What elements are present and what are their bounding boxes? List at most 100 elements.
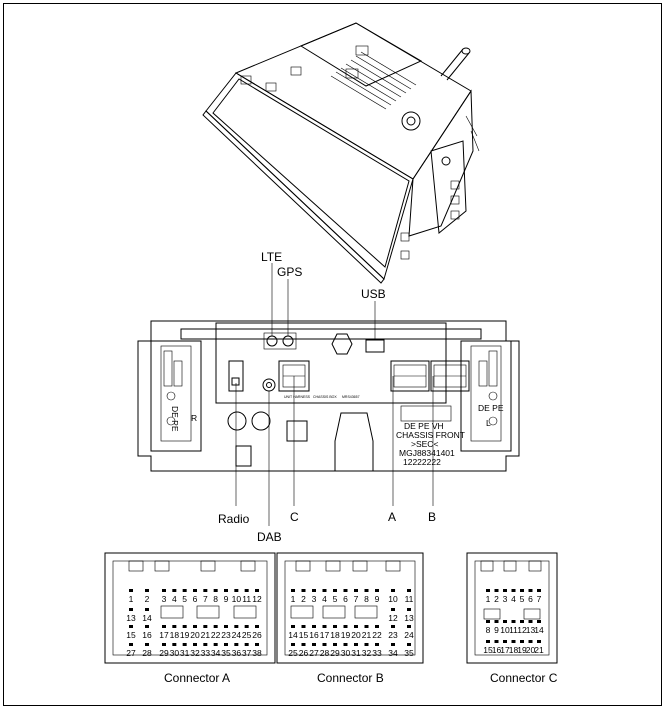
conn-c-marker	[537, 589, 541, 592]
conn-b-marker	[312, 625, 316, 628]
conn-b-pin-label: 8	[364, 594, 369, 604]
conn-a-pin-label: 6	[193, 594, 198, 604]
conn-b-marker	[301, 643, 306, 646]
conn-a-marker	[213, 625, 218, 628]
conn-c-marker	[486, 620, 490, 623]
conn-a-marker	[172, 589, 177, 592]
heatsink-fins	[330, 51, 417, 110]
conn-a-marker	[182, 589, 187, 592]
conn-a-pin-label: 23	[221, 630, 231, 640]
conn-b-pin-label: 32	[362, 648, 372, 658]
conn-b-pin-label: 11	[405, 594, 414, 604]
conn-c-marker	[520, 640, 524, 643]
dab-port	[262, 378, 276, 392]
conn-b-pin-label: 31	[351, 648, 361, 658]
conn-a-marker	[224, 625, 228, 628]
conn-a-marker	[145, 625, 149, 628]
conn-c-pin-label: 9	[494, 625, 499, 635]
conn-a-marker	[234, 643, 239, 646]
conn-c-pin-label: 6	[528, 594, 533, 604]
conn-a-pin-label: 27	[126, 648, 136, 658]
conn-b-pin-label: 19	[341, 630, 351, 640]
conn-a-pin-label: 16	[142, 630, 152, 640]
conn-c-pin-label: 3	[503, 594, 508, 604]
conn-a-marker	[182, 625, 187, 628]
conn-a-pin-label: 38	[252, 648, 262, 658]
conn-b-marker	[301, 625, 306, 628]
conn-a-marker	[193, 589, 197, 592]
conn-c-marker	[511, 640, 516, 643]
conn-a-marker	[193, 625, 197, 628]
conn-b-marker	[312, 589, 316, 592]
conn-c-marker	[486, 640, 490, 643]
conn-a-pin-label: 14	[142, 613, 152, 623]
conn-a-marker	[129, 625, 133, 628]
conn-c-marker	[528, 589, 533, 592]
conn-c-marker	[503, 589, 507, 592]
strip-label-1: UNIT HARNESS	[284, 395, 311, 399]
callout-b: B	[428, 510, 436, 524]
conn-b-pin-label: 23	[388, 630, 398, 640]
conn-b-pin-label: 22	[372, 630, 382, 640]
conn-a-marker	[203, 625, 208, 628]
conn-b-pin-label: 30	[341, 648, 351, 658]
conn-a-pin-label: 5	[182, 594, 187, 604]
conn-a-pin-label: 25	[242, 630, 252, 640]
conn-c-pin-label: 21	[534, 645, 544, 655]
strip-label-2: CHASSIS BOX	[313, 395, 337, 399]
callout-radio: Radio	[218, 512, 250, 526]
connector-b-socket	[430, 360, 470, 392]
conn-b-marker	[291, 589, 295, 592]
conn-c-marker	[511, 620, 516, 623]
conn-a-pin-label: 4	[172, 594, 177, 604]
head-unit-3d	[202, 22, 480, 284]
conn-a-pin-label: 19	[180, 630, 190, 640]
diagram-frame: DE PE R DE PE L	[3, 3, 662, 706]
conn-a-marker	[182, 643, 187, 646]
conn-b-pin-label: 35	[404, 648, 414, 658]
conn-b-marker	[407, 608, 411, 611]
plate-line-3: >SEC<	[411, 439, 438, 449]
conn-a-pin-label: 13	[126, 613, 136, 623]
conn-b-pin-label: 17	[320, 630, 330, 640]
conn-c-pin-label: 5	[520, 594, 525, 604]
conn-b-marker	[391, 643, 395, 646]
conn-b-marker	[354, 625, 358, 628]
conn-a-marker	[234, 589, 239, 592]
conn-a-pin-label: 33	[201, 648, 211, 658]
conn-b-marker	[354, 643, 358, 646]
conn-b-marker	[407, 643, 411, 646]
conn-a-marker	[224, 589, 228, 592]
conn-c-marker	[537, 620, 541, 623]
left-side-label-2: R	[191, 413, 197, 423]
conn-a-pin-label: 18	[170, 630, 180, 640]
conn-a-marker	[244, 625, 249, 628]
conn-a-marker	[129, 608, 133, 611]
conn-c-pin-label: 16	[492, 645, 502, 655]
conn-c-pin-label: 17	[500, 645, 510, 655]
conn-b-pin-label: 20	[351, 630, 361, 640]
conn-a-marker	[145, 589, 149, 592]
usb-port	[365, 339, 385, 353]
conn-a-pin-label: 20	[190, 630, 200, 640]
conn-b-pin-label: 33	[372, 648, 382, 658]
conn-c-pin-label: 4	[511, 594, 516, 604]
conn-b-pin-label: 13	[404, 613, 414, 623]
conn-a-pin-label: 21	[201, 630, 211, 640]
connector-b-title: Connector B	[317, 671, 384, 685]
conn-c-pin-label: 7	[537, 594, 542, 604]
conn-c-pin-label: 19	[517, 645, 527, 655]
conn-a-marker	[224, 643, 228, 646]
callout-lte: LTE	[261, 250, 282, 264]
conn-b-marker	[407, 625, 411, 628]
conn-a-pin-label: 3	[162, 594, 167, 604]
conn-a-pin-label: 28	[142, 648, 152, 658]
plate-line-4: MGJ88341401	[399, 448, 455, 458]
diagram-canvas: DE PE R DE PE L	[104, 22, 558, 685]
callout-a: A	[388, 510, 396, 524]
conn-b-pin-label: 5	[333, 594, 338, 604]
conn-a-pin-label: 31	[180, 648, 190, 658]
conn-b-pin-label: 27	[309, 648, 319, 658]
